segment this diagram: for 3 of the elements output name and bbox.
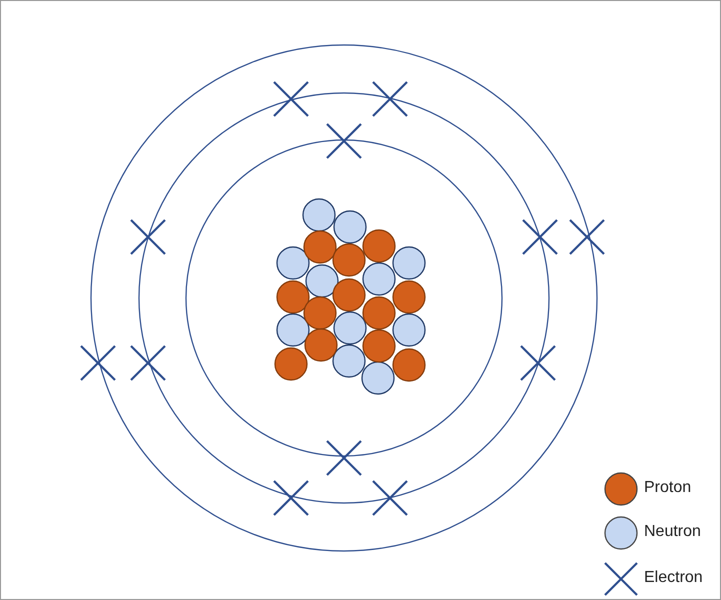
legend-label: Proton bbox=[644, 479, 692, 497]
legend-label: Electron bbox=[644, 569, 703, 587]
legend-label: Neutron bbox=[644, 523, 701, 541]
